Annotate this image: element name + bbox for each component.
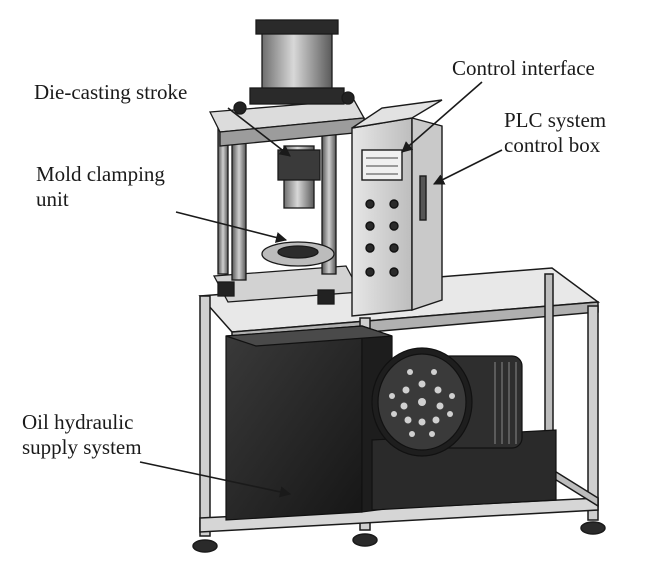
piston-head — [277, 149, 321, 181]
display-rows — [366, 157, 398, 175]
corner-bolts — [217, 91, 355, 305]
mold-cavity — [277, 245, 319, 259]
base-frame — [192, 267, 606, 553]
label-plc-line2: control box — [504, 133, 601, 157]
label-die-casting-stroke-text: Die-casting stroke — [34, 80, 188, 104]
label-mold-line2: unit — [36, 187, 69, 211]
label-mold-line1: Mold clamping — [36, 162, 165, 186]
label-control-interface: Control interface — [452, 56, 595, 81]
foot-mid — [352, 533, 378, 547]
cylinder-top-cap — [255, 19, 339, 35]
tank-front-face — [225, 325, 363, 521]
label-oil-hydraulic: Oil hydraulic supply system — [22, 410, 142, 460]
arrow-plc-box — [432, 149, 503, 185]
foot-right — [580, 521, 606, 535]
fan-cover-holes — [389, 369, 455, 437]
press-frame — [208, 19, 366, 305]
motor — [371, 347, 523, 457]
frame-leg-front-right — [587, 305, 599, 521]
cooling-fins — [494, 362, 517, 444]
control-box-front — [351, 117, 413, 317]
cylinder-bottom-cap — [249, 87, 345, 105]
control-box-side — [411, 117, 443, 311]
arrow-mold-clamping — [175, 211, 288, 243]
frame-leg-front-left — [199, 295, 211, 537]
plc-control-box — [351, 99, 443, 317]
label-control-interface-text: Control interface — [452, 56, 595, 80]
control-display — [361, 149, 403, 181]
label-oil-line1: Oil hydraulic — [22, 410, 134, 434]
column-left-front — [231, 129, 247, 281]
control-buttons — [365, 199, 399, 277]
label-oil-line2: supply system — [22, 435, 142, 459]
arrow-die-casting-stroke — [227, 107, 291, 157]
label-plc-line1: PLC system — [504, 108, 607, 132]
label-die-casting-stroke: Die-casting stroke — [34, 80, 187, 105]
arrow-control-interface — [401, 81, 483, 153]
control-box-top — [351, 99, 443, 129]
tank-top-face — [225, 325, 393, 347]
arrow-oil-hydraulic — [139, 461, 292, 498]
door-handle — [419, 175, 427, 221]
label-plc-system: PLC system control box — [504, 108, 606, 158]
foot-left — [192, 539, 218, 553]
leader-lines — [139, 81, 503, 498]
label-mold-clamping: Mold clamping unit — [36, 162, 165, 212]
hydraulic-cylinder — [261, 29, 333, 93]
